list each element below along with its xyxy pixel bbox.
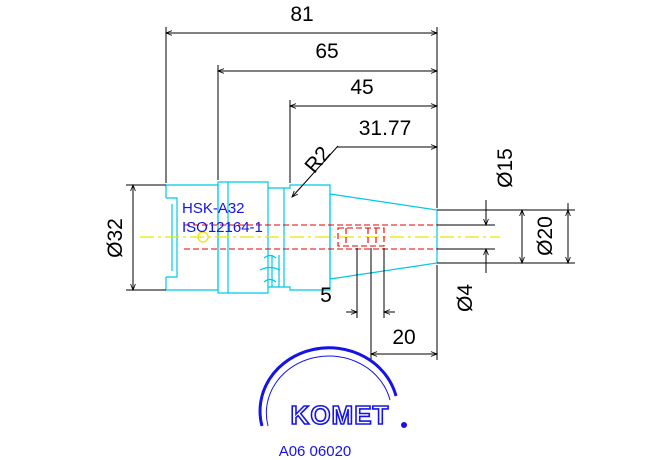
dim-81: 81 — [290, 3, 313, 26]
dimension-lines — [126, 27, 575, 360]
hidden-bore — [184, 224, 437, 250]
interface-label: HSK-A32 — [182, 200, 245, 217]
dim-5: 5 — [320, 284, 332, 307]
dim-31-77: 31.77 — [359, 117, 412, 140]
center-hole — [197, 231, 209, 243]
komet-logo: KOMET — [258, 346, 407, 431]
dim-dia-20: Ø20 — [534, 216, 557, 256]
dim-65: 65 — [315, 40, 338, 63]
standard-label: ISO12164-1 — [182, 219, 263, 236]
dim-dia-32: Ø32 — [104, 218, 127, 258]
brand-name: KOMET — [291, 400, 390, 430]
article-number: A06 06020 — [279, 443, 352, 460]
dim-20: 20 — [392, 326, 415, 349]
dim-dia-15: Ø15 — [494, 148, 517, 188]
dim-dia-4: Ø4 — [454, 284, 477, 312]
dim-r2: R2 — [301, 142, 336, 177]
dim-45: 45 — [350, 76, 373, 99]
